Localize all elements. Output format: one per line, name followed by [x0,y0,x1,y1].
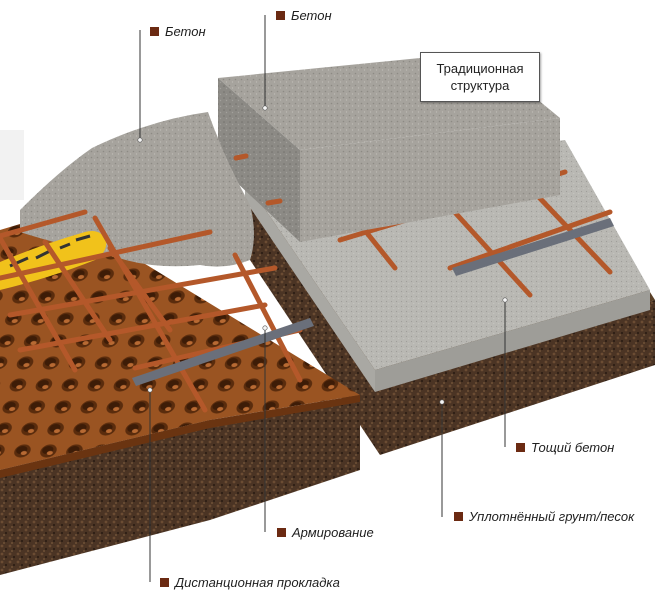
label-marker [160,578,169,587]
label-text: Бетон [291,8,332,23]
leader-lines [139,15,506,582]
label-marker [454,512,463,521]
traditional-structure-callout: Традиционная структура [420,52,540,102]
label-compacted-soil: Уплотнённый грунт/песок [454,509,634,524]
lean-concrete-side-left [245,180,375,392]
spacer-strip-left [132,318,314,386]
yellow-tag [0,231,107,290]
label-text: Армирование [292,525,374,540]
soil-side-right-front [380,300,655,455]
label-marker [150,27,159,36]
label-text: Тощий бетон [531,440,615,455]
label-concrete-right: Бетон [276,8,332,23]
label-concrete-left: Бетон [150,24,206,39]
tag-marking [9,234,91,268]
leader-dots [137,105,508,405]
label-lean-concrete: Тощий бетон [516,440,614,455]
concrete-pile [20,112,254,267]
background-wall [0,130,24,200]
rebar-end [233,153,249,161]
callout-line-2: структура [450,78,510,93]
lean-concrete-side-front [375,290,650,392]
label-marker [277,528,286,537]
concrete-block-side-front [300,118,560,242]
label-marker [516,443,525,452]
label-reinforcement: Армирование [277,525,374,540]
rebar-end [265,198,283,206]
membrane-edge [0,395,360,478]
soil-side-left [0,400,360,575]
label-text: Дистанционная прокладка [175,575,340,590]
label-text: Бетон [165,24,206,39]
spacer-strip-right [452,218,614,276]
callout-line-1: Традиционная [436,61,524,76]
dimpled-membrane [0,212,360,470]
label-text: Уплотнённый грунт/песок [469,509,635,524]
label-marker [276,11,285,20]
label-spacer: Дистанционная прокладка [160,575,340,590]
